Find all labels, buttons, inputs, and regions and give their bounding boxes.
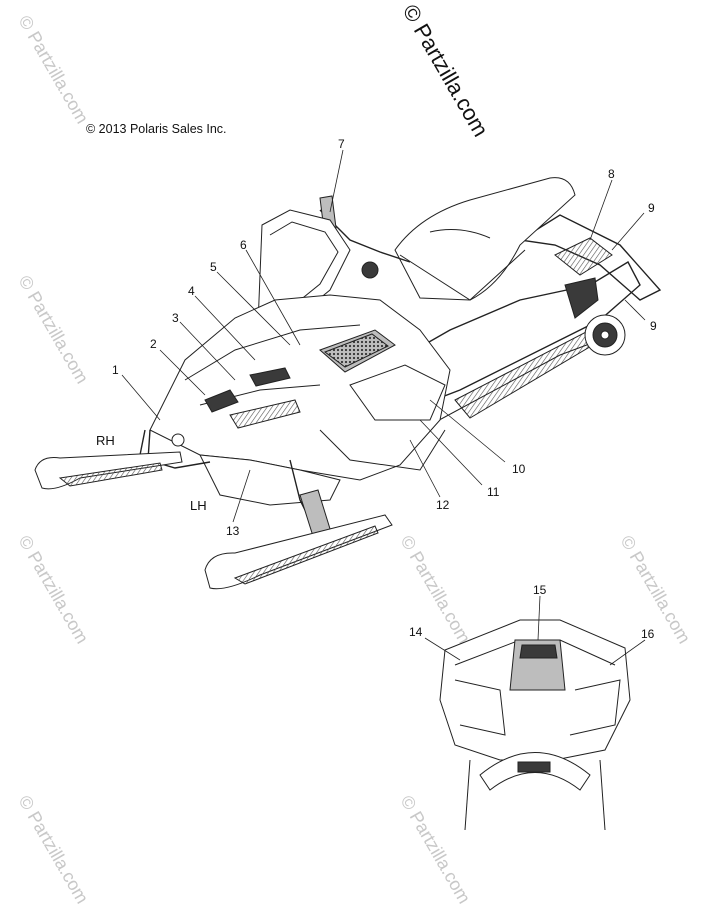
inset-left-rail [464, 759, 471, 831]
callout-10: 10 [512, 462, 526, 476]
callout-7: 7 [338, 137, 345, 151]
callout-3: 3 [172, 311, 179, 325]
callout-5: 5 [210, 260, 217, 274]
inset-tail-light [517, 761, 551, 773]
callout-1: 1 [112, 363, 119, 377]
windshield-inner [269, 221, 339, 319]
callout-labels: 1 2 3 4 5 6 7 8 9 9 10 11 12 13 14 15 16 [112, 137, 657, 641]
leader-lines [121, 149, 646, 666]
callout-9-lower: 9 [650, 319, 657, 333]
nose-emblem [171, 433, 185, 447]
seat-side [399, 249, 526, 301]
nose-vent [229, 399, 301, 429]
seat [394, 177, 576, 301]
hood-vent-mesh [323, 333, 389, 368]
inset-left-panel [454, 679, 506, 736]
ski-left [204, 514, 393, 590]
rear-rack-grip [554, 237, 613, 276]
callout-11: 11 [487, 485, 500, 499]
callout-15: 15 [533, 583, 547, 597]
inset-console-cap [519, 644, 558, 659]
inset-right-rail [599, 759, 606, 831]
side-label-rh: RH [96, 433, 115, 448]
steering-post [361, 261, 379, 279]
seat-top [429, 229, 491, 239]
rear-flap [564, 277, 599, 319]
hood-crease [184, 324, 361, 381]
watermark-text: © Partzilla.com [15, 792, 93, 907]
rear-view-inset [439, 619, 631, 831]
rear-rack [518, 214, 662, 301]
watermark-text: © Partzilla.com [15, 532, 93, 647]
callout-2: 2 [150, 337, 157, 351]
snowmobile-illustration [34, 177, 662, 590]
callout-14: 14 [409, 625, 423, 639]
copyright-text: © 2013 Polaris Sales Inc. [86, 122, 227, 136]
headlight-right [249, 367, 291, 387]
inset-right-panel [569, 679, 621, 736]
callout-4: 4 [188, 284, 195, 298]
ski-left-keel [233, 525, 379, 585]
rear-idler-axle [600, 330, 610, 340]
callout-13: 13 [226, 524, 240, 538]
watermark-text: © Partzilla.com [617, 532, 695, 647]
watermark-text: © Partzilla.com [15, 12, 93, 127]
watermark-text: © Partzilla.com [397, 792, 475, 907]
watermark-text: © Partzilla.com [15, 272, 93, 387]
watermark-main: © Partzilla.com [398, 0, 494, 141]
headlight-left [204, 389, 239, 413]
callout-9-upper: 9 [648, 201, 655, 215]
callout-12: 12 [436, 498, 450, 512]
callout-16: 16 [641, 627, 655, 641]
ski-right-keel [58, 462, 163, 487]
callout-8: 8 [608, 167, 615, 181]
side-panel-line [319, 429, 446, 471]
running-board [429, 339, 601, 426]
side-label-lh: LH [190, 498, 207, 513]
hood-panel [349, 364, 446, 421]
side-panel [199, 454, 341, 506]
callout-6: 6 [240, 238, 247, 252]
